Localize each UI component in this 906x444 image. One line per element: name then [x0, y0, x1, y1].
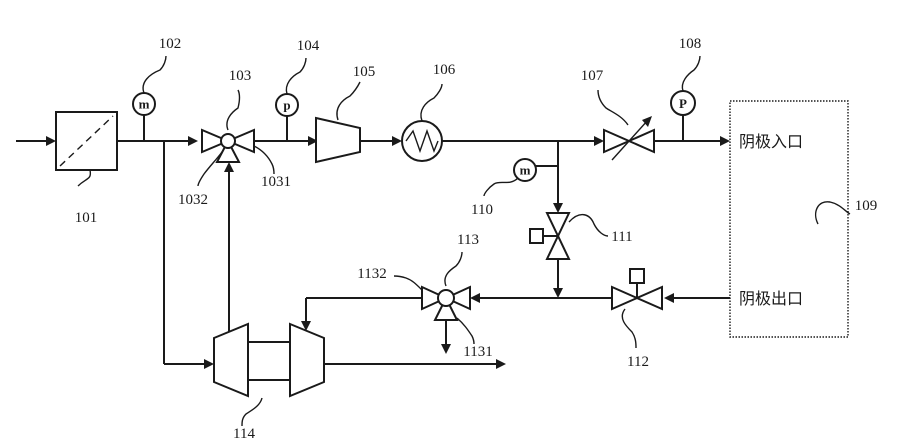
cathode-outlet-label: 阴极出口: [739, 289, 803, 308]
arrow-from-cathode-outlet: [664, 293, 674, 303]
arrow-valve113-down: [441, 344, 451, 354]
label-112: 112: [627, 354, 649, 370]
label-114: 114: [233, 426, 255, 442]
arrow-to-valve103-port: [224, 162, 234, 172]
filter-101: [56, 112, 117, 170]
arrow-bypass-to-return: [553, 288, 563, 298]
label-108: 108: [679, 36, 702, 52]
flowmeter-110-symbol: m: [520, 163, 531, 178]
leader-1031: [254, 146, 274, 174]
label-102: 102: [159, 36, 182, 52]
leader-103: [227, 90, 240, 130]
pressure-sensor-108-symbol: P: [679, 96, 687, 111]
turbocharger-114: [214, 324, 324, 396]
inlet-arrow: [46, 136, 56, 146]
bypass-valve-111: [530, 213, 569, 259]
pressure-sensor-104-symbol: p: [283, 98, 290, 113]
label-105: 105: [353, 64, 376, 80]
label-109: 109: [855, 198, 878, 214]
label-104: 104: [297, 38, 320, 54]
leader-106: [421, 84, 442, 121]
label-1031: 1031: [261, 174, 291, 190]
label-111: 111: [611, 229, 632, 245]
exhaust-valve-112: [612, 269, 662, 309]
label-103: 103: [229, 68, 252, 84]
flowmeter-102-symbol: m: [139, 97, 150, 112]
back-pressure-valve-107: [604, 116, 654, 160]
arrow-to-hx: [392, 136, 402, 146]
arrow-to-valve111: [553, 203, 563, 213]
arrow-to-valve113: [470, 293, 480, 303]
leader-104: [286, 58, 306, 94]
arrow-to-turbocharger: [204, 359, 214, 369]
heat-exchanger-106: [402, 121, 442, 161]
label-1132: 1132: [357, 266, 386, 282]
cathode-inlet-label: 阴极入口: [739, 132, 803, 151]
pressure-sensor-108: P: [671, 91, 695, 115]
label-106: 106: [433, 62, 456, 78]
three-way-valve-113: [422, 287, 470, 320]
leader-110: [484, 178, 518, 196]
leader-1132: [394, 276, 422, 290]
flowmeter-102: m: [133, 93, 155, 115]
leader-114: [242, 398, 262, 426]
label-1032: 1032: [178, 192, 208, 208]
leader-108: [682, 56, 700, 91]
leader-107: [598, 90, 628, 125]
label-101: 101: [75, 210, 98, 226]
three-way-valve-103: [202, 130, 254, 162]
leader-113: [445, 252, 462, 286]
arrow-to-valve103: [188, 136, 198, 146]
flowmeter-110: m: [514, 159, 536, 181]
leader-105: [337, 82, 360, 120]
label-1131: 1131: [463, 344, 492, 360]
exhaust-outlet-arrow: [496, 359, 506, 369]
leader-101: [78, 170, 90, 186]
label-107: 107: [581, 68, 604, 84]
leader-112: [622, 309, 636, 348]
leader-1032: [198, 152, 222, 186]
compressor-105: [316, 118, 360, 162]
arrow-to-cathode-inlet: [720, 136, 730, 146]
pressure-sensor-104: p: [276, 94, 298, 116]
leader-102: [143, 56, 166, 93]
label-113: 113: [457, 232, 479, 248]
label-110: 110: [471, 202, 493, 218]
arrow-to-valve107: [594, 136, 604, 146]
leader-1131: [457, 318, 474, 344]
leader-111: [569, 215, 608, 236]
